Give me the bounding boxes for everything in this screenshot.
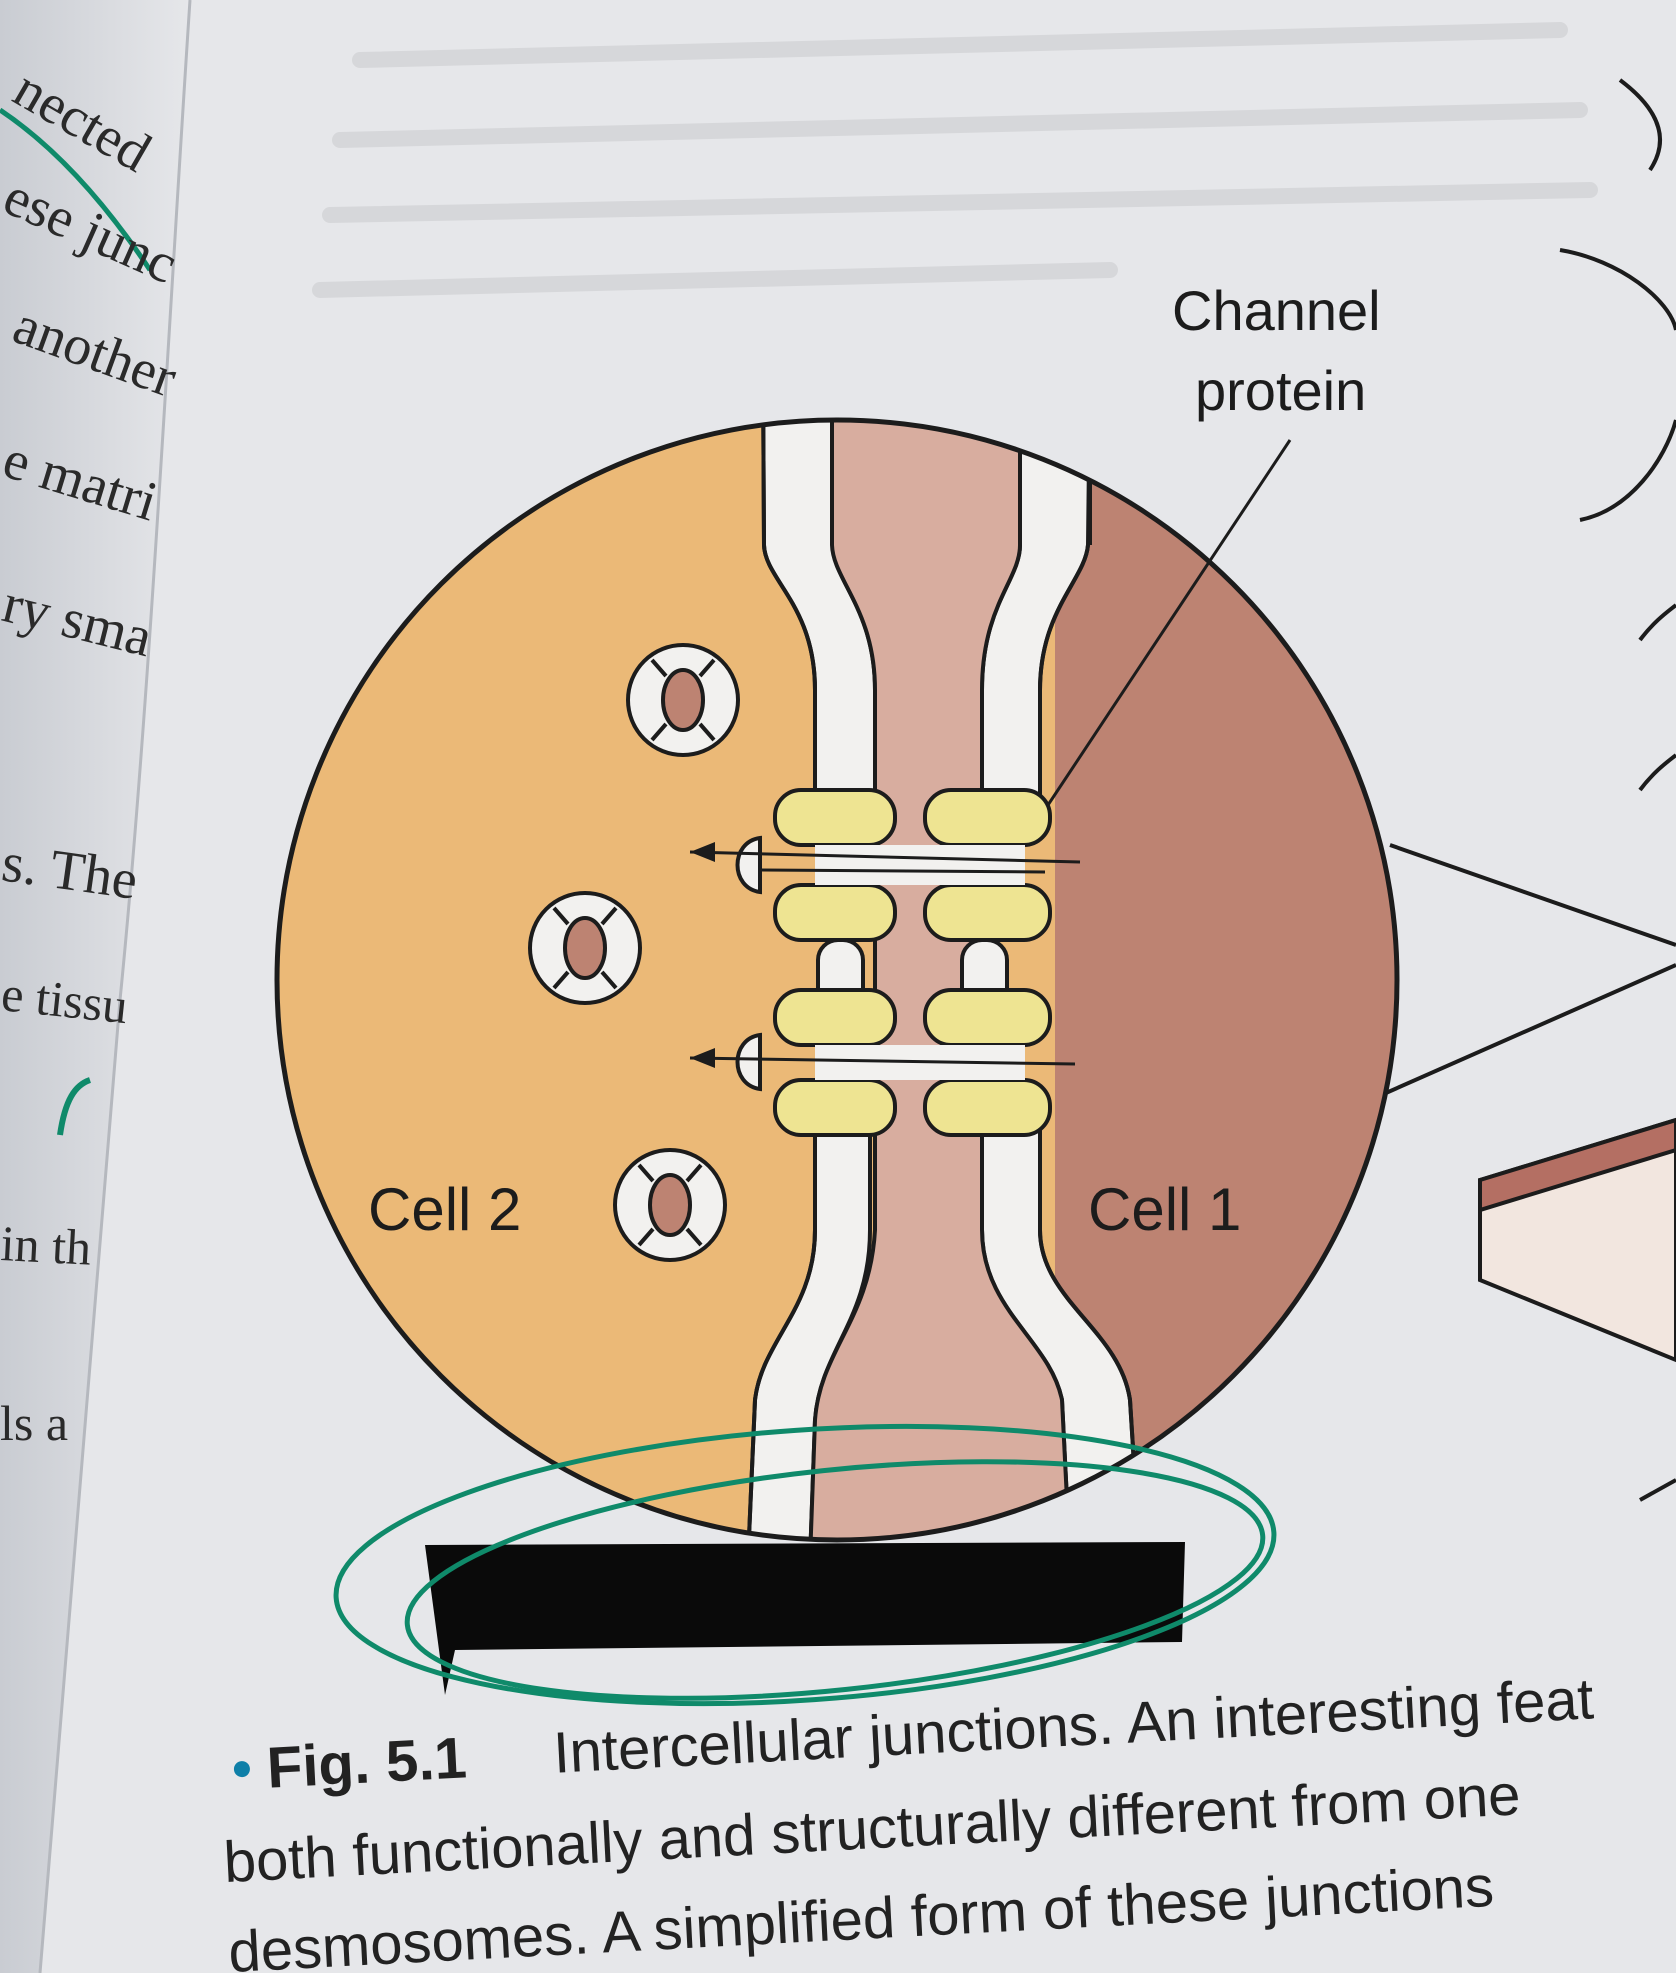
pen-circle-outer <box>333 1423 1277 1707</box>
figure-caption: Fig. 5.1 Intercellular junctions. An int… <box>222 1666 1595 1973</box>
cell-2-label: Cell 2 <box>368 1176 521 1243</box>
vesicle <box>528 891 642 1005</box>
redaction-bar <box>425 1542 1185 1695</box>
channel-protein-label-line2: protein <box>1195 359 1366 422</box>
channel-protein-lower <box>689 988 1076 1137</box>
vesicle <box>626 643 740 757</box>
junction-diagram: Channel protein Cell 2 Cell 1 <box>274 279 1400 1543</box>
caption-figure-number: Fig. 5.1 <box>265 1725 468 1800</box>
vesicle <box>613 1148 727 1262</box>
bleed-through-text <box>312 22 1598 298</box>
left-page-edge: nected ese junc another e matri ry sma s… <box>0 0 192 1973</box>
side-text-9: ls a <box>0 1395 68 1451</box>
channel-protein-upper <box>689 788 1081 942</box>
margin-ink-stroke <box>0 107 153 272</box>
channel-protein-label-line1: Channel <box>1172 279 1381 342</box>
side-text-8: in th <box>0 1215 93 1276</box>
channel-protein-leader-line <box>1046 439 1292 806</box>
side-text-7: e tissu <box>0 965 130 1034</box>
caption-bullet-icon <box>233 1761 250 1778</box>
adjacent-figure-fragment <box>1369 78 1676 1502</box>
pen-circle-inner <box>404 1459 1266 1701</box>
margin-ink-arrow <box>57 1077 92 1136</box>
magnification-circle <box>274 417 1400 1543</box>
cell-1-label: Cell 1 <box>1088 1176 1241 1243</box>
